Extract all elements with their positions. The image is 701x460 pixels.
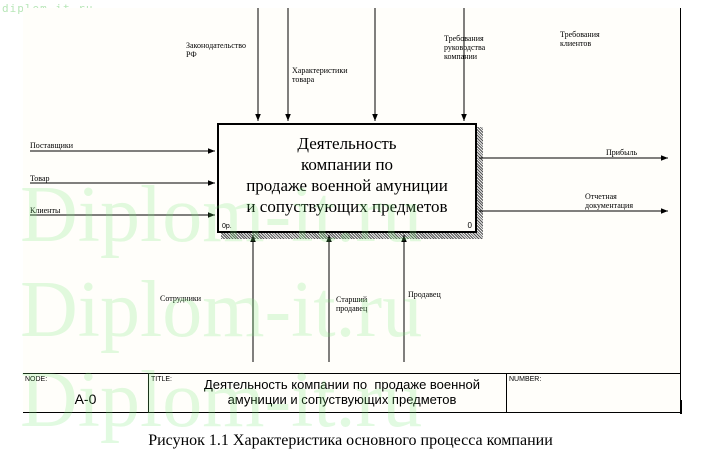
control-label-law: Законодательство РФ [186,41,246,59]
control-label-goods: Характеристики товара [292,66,348,84]
activity-box: Деятельность компании по продаже военной… [217,123,477,233]
title-value: Деятельность компании по продаже военной… [203,377,480,407]
output-label-profit: Прибыль [606,148,638,157]
title-block: NODE: A-0 TITLE: Деятельность компании п… [23,373,680,412]
activity-number: 0 [467,221,472,230]
input-label-product: Товар [30,174,50,183]
node-value: A-0 [74,391,97,407]
node-cell: NODE: A-0 [23,374,149,412]
activity-code: 0р. [222,223,232,230]
figure-caption: Рисунок 1.1 Характеристика основного про… [148,432,553,449]
input-label-customers: Клиенты [30,206,61,215]
number-cell: NUMBER: [507,374,680,412]
input-label-suppliers: Поставщики [30,141,74,150]
activity-title: Деятельность компании по продаже военной… [246,134,448,216]
node-label: NODE: [25,376,48,383]
title-label: TITLE: [151,376,173,383]
mechanism-label-staff: Сотрудники [160,294,202,303]
control-label-mgmt: Требования руководства компании [444,34,486,61]
number-label: NUMBER: [509,376,542,383]
mechanism-label-seller: Продавец [408,290,441,299]
title-cell: TITLE: Деятельность компании по продаже … [149,374,507,412]
mechanism-label-senior: Старший продавец [336,295,368,313]
output-label-report: Отчетная документация [585,192,634,210]
control-label-clients: Требования клиентов [560,30,600,48]
